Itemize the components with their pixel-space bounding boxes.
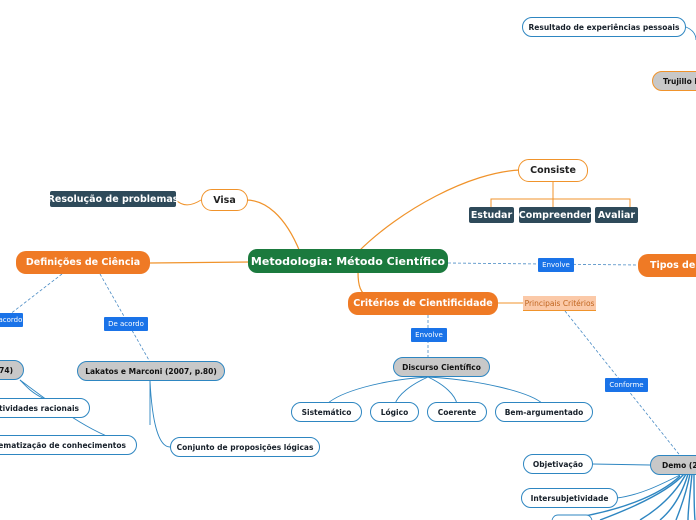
definicoes-node[interactable]: Definições de Ciência [16,251,150,274]
intersubjetividade-node[interactable]: Intersubjetividade [521,488,618,508]
link-demo-objetivacao [591,463,651,466]
resolucao-node[interactable]: Resolução de problemas [48,191,178,207]
trujillo-node[interactable]: Trujillo F [652,71,696,91]
consiste-node[interactable]: Consiste [518,159,588,182]
link-discurso-coerente [427,376,458,405]
link-discurso-logico [394,376,429,405]
link-discurso-sistematico [326,376,429,405]
atividades-node[interactable]: Atividades racionais [0,398,90,418]
tag-envolve-tipos: Envolve [538,258,574,272]
quality-logico[interactable]: Lógico [370,402,419,422]
consiste-child-compreender[interactable]: Compreender [519,207,591,223]
ref-1974-node[interactable]: (1974) [0,360,24,380]
demo-node[interactable]: Demo (2 [650,455,696,475]
link-principais-demo [564,310,683,459]
link-demo-intersubjetividade [616,474,681,499]
central-topic[interactable]: Metodologia: Método Científico [248,249,448,273]
link-consiste-children [490,181,631,207]
tag-de-acordo-left: De acordo [0,313,23,327]
quality-sistematico[interactable]: Sistemático [291,402,362,422]
quality-coerente[interactable]: Coerente [427,402,487,422]
link-definicoes-left [4,273,63,319]
criterios-node[interactable]: Critérios de Cientificidade [348,292,498,315]
principais-criterios-label: Principais Critérios [523,296,596,311]
link-lakatos-conjunto [149,380,171,448]
visa-node[interactable]: Visa [201,189,248,211]
resultado-node[interactable]: Resultado de experiências pessoais [522,17,686,37]
tag-envolve-criterios: Envolve [411,328,447,342]
tipos-node[interactable]: Tipos de C [638,254,696,277]
sistematizacao-node[interactable]: Sistematização de conhecimentos [0,435,137,455]
link-central-definicoes [149,261,251,264]
objetivacao-node[interactable]: Objetivação [523,454,593,474]
lakatos-node[interactable]: Lakatos e Marconi (2007, p.80) [77,361,225,381]
consiste-child-avaliar[interactable]: Avaliar [595,207,638,223]
link-central-visa [245,199,301,253]
link-discurso-bem [427,376,544,405]
tag-conforme: Conforme [605,378,648,392]
discurso-node[interactable]: Discurso Científico [393,357,490,377]
link-central-consiste [357,169,521,253]
link-visa-resolucao [175,199,202,206]
consiste-child-estudar[interactable]: Estudar [469,207,514,223]
partial-node-bottom [551,514,593,520]
quality-bem-argumentado[interactable]: Bem-argumentado [495,402,593,422]
conjunto-node[interactable]: Conjunto de proposições lógicas [170,437,320,457]
tag-de-acordo-right: De acordo [104,317,148,331]
link-resultado [685,26,696,41]
